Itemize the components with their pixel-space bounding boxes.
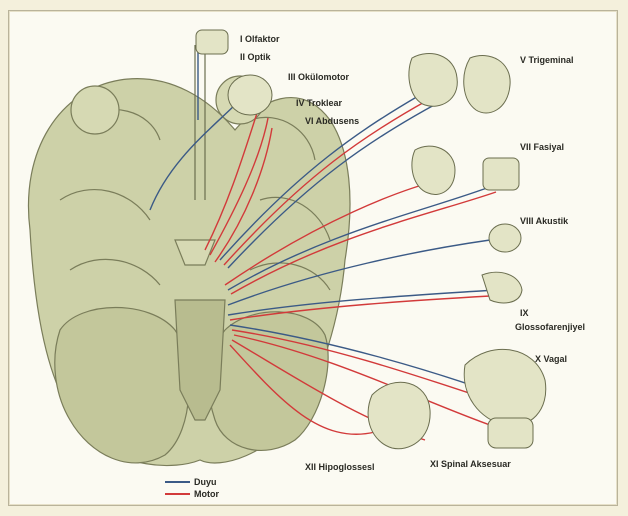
head-facial-icon	[412, 146, 455, 194]
facial-gland-icon	[483, 158, 519, 190]
intestine-organ-icon	[488, 418, 533, 448]
head-trigeminal-1-icon	[409, 54, 457, 107]
label-hypoglossal: XII Hipoglossesl	[305, 462, 375, 472]
label-facial: VII Fasiyal	[520, 142, 564, 152]
label-acoustic: VIII Akustik	[520, 216, 569, 226]
label-vagal: X Vagal	[535, 354, 567, 364]
head-trigeminal-2-icon	[464, 56, 510, 113]
label-optic: II Optik	[240, 52, 271, 62]
legend-sensory-label: Duyu	[194, 477, 217, 487]
label-accessory: XI Spinal Aksesuar	[430, 459, 511, 469]
label-abducens: VI Abdusens	[305, 116, 359, 126]
olfactory-organ-icon	[196, 30, 228, 54]
label-olfactory: I Olfaktor	[240, 34, 280, 44]
legend-motor-label: Motor	[194, 489, 219, 499]
eye-organ-icon	[228, 75, 272, 115]
label-glosso-1: IX	[520, 308, 529, 318]
head-accessory-icon	[368, 382, 430, 448]
vagal-organs-icon	[464, 349, 546, 425]
label-oculomotor: III Okülomotor	[288, 72, 349, 82]
legend: Duyu Motor	[165, 477, 219, 499]
pharynx-organ-icon	[482, 272, 522, 303]
brain-illustration	[28, 45, 350, 466]
label-glosso-2: Glossofarenjiyel	[515, 322, 585, 332]
label-trigeminal: V Trigeminal	[520, 55, 574, 65]
ear-organ-icon	[489, 224, 521, 252]
label-trochlear: IV Troklear	[296, 98, 343, 108]
